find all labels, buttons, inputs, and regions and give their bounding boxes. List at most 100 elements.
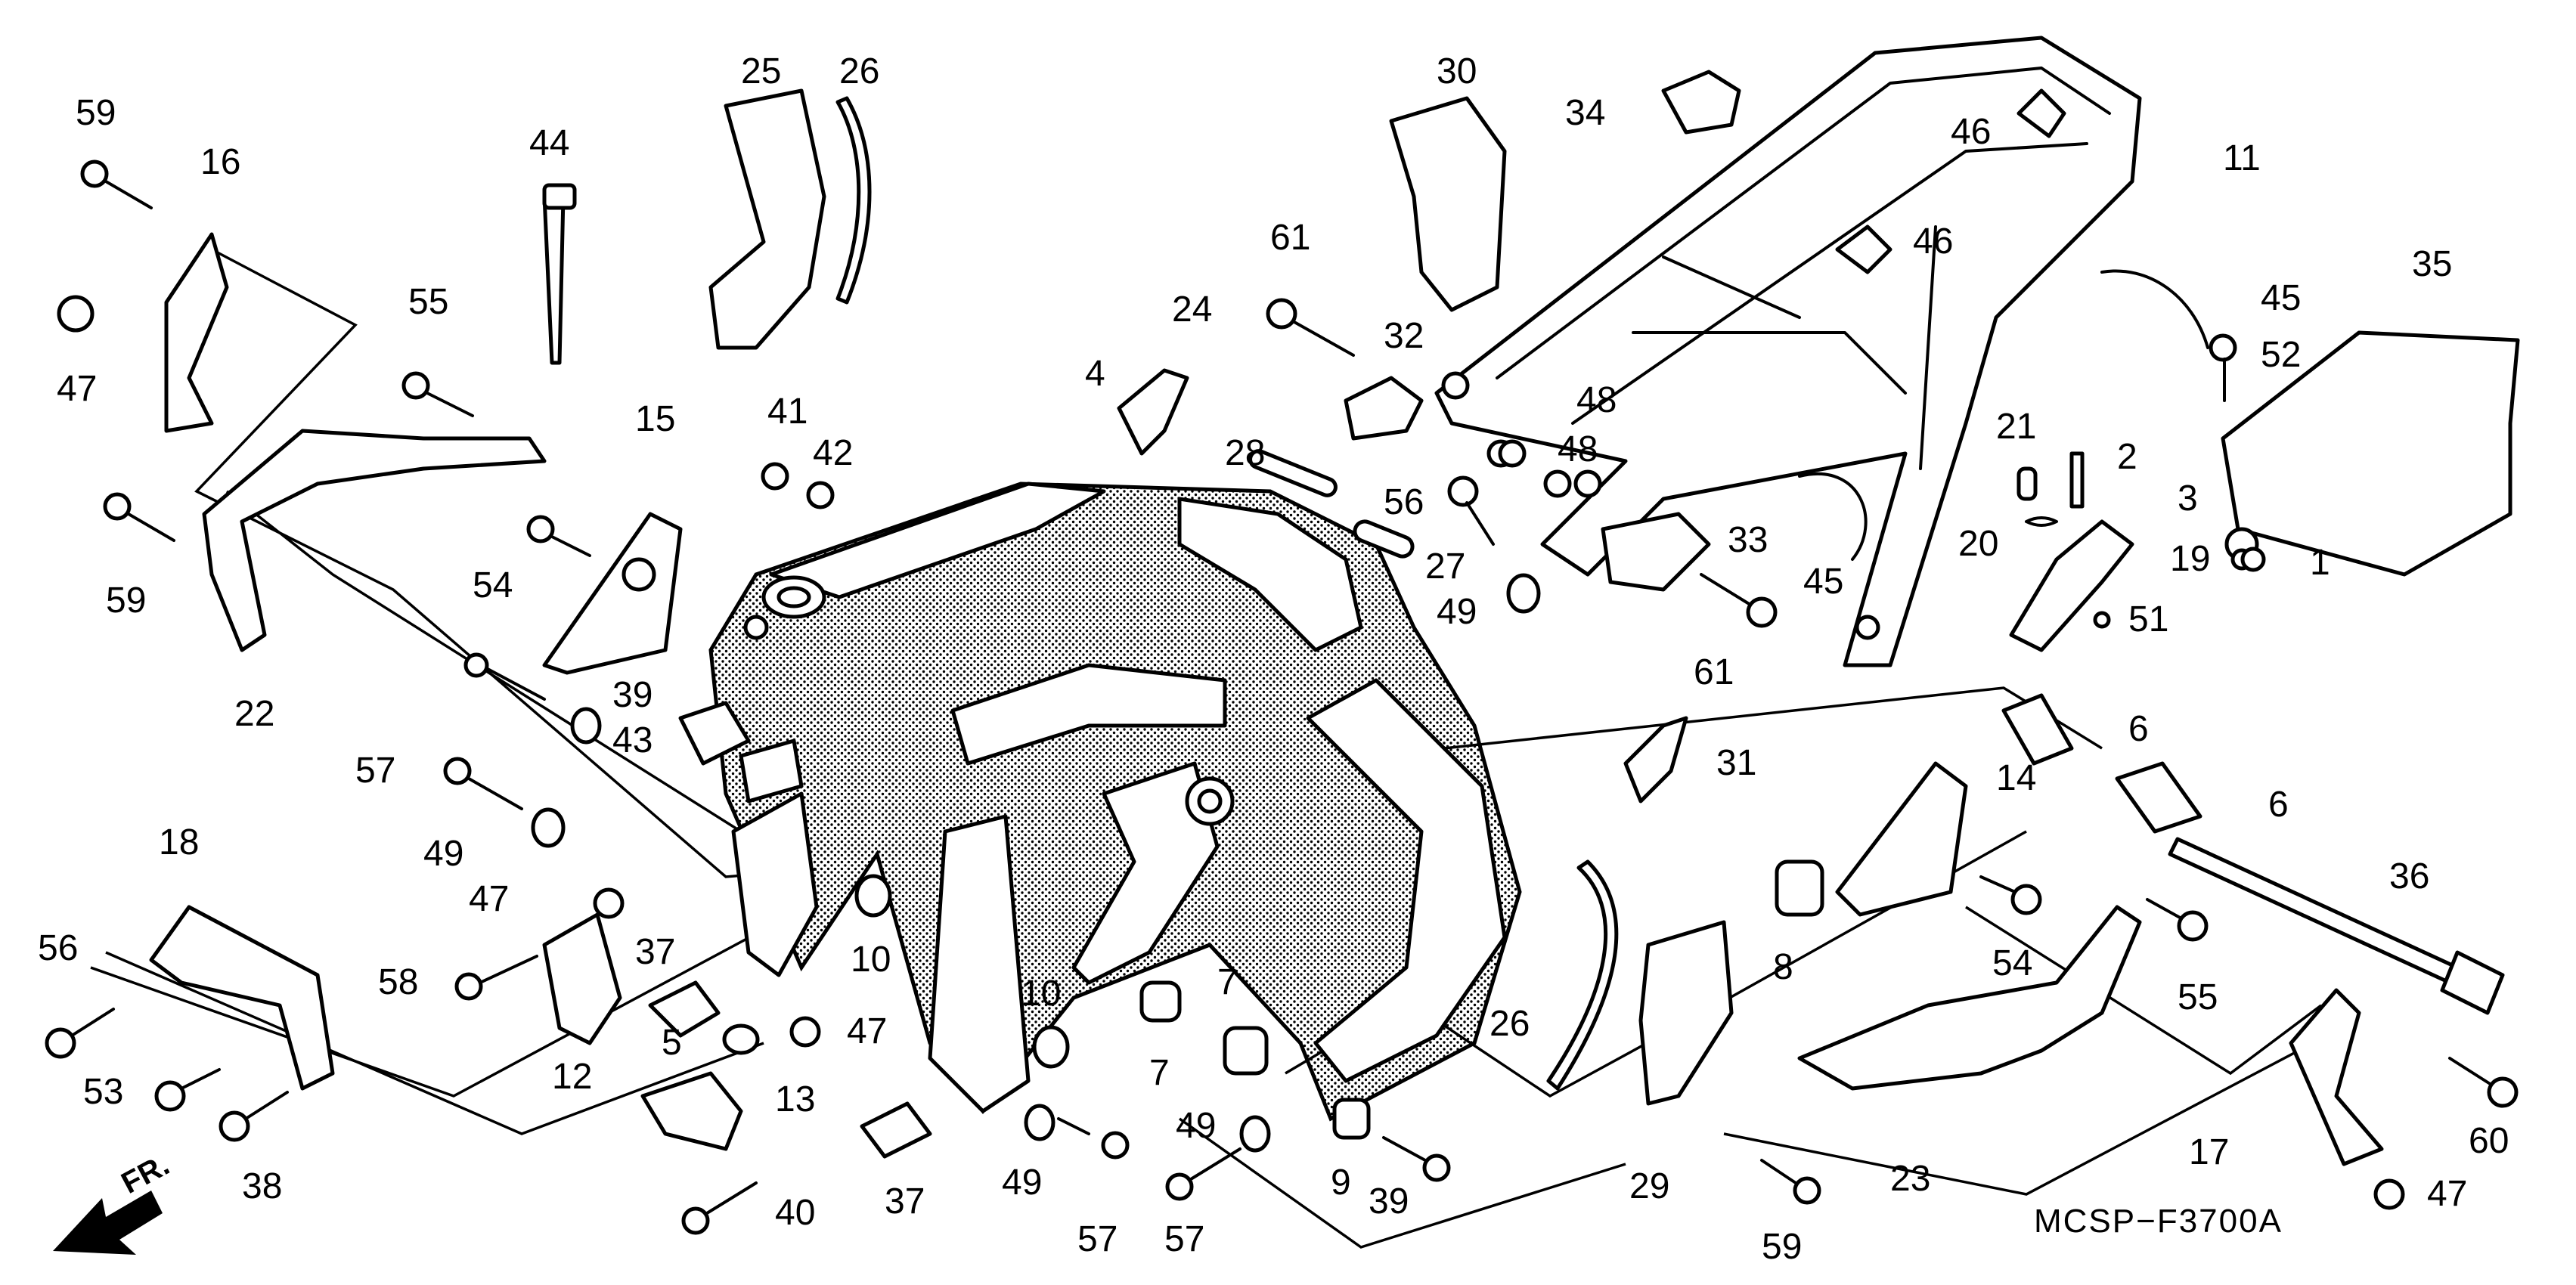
bolt-56-center-icon — [1447, 475, 1495, 546]
callout-43: 43 — [612, 720, 653, 760]
front-direction-arrow-icon: FR. — [53, 1148, 175, 1255]
callout-47-bottom-right: 47 — [2427, 1174, 2467, 1214]
callout-12: 12 — [552, 1057, 592, 1097]
washer-49-d-icon — [1506, 573, 1541, 614]
callout-27: 27 — [1425, 547, 1465, 587]
callout-47-top-left: 47 — [57, 369, 97, 409]
bolt-61-lower-icon — [1700, 573, 1778, 628]
callout-51: 51 — [2128, 599, 2168, 639]
bolt-57-bottom-a-icon — [1057, 1117, 1130, 1160]
callout-25: 25 — [741, 51, 781, 91]
washer-43-icon — [570, 707, 602, 745]
callout-32: 32 — [1384, 316, 1424, 356]
callout-19: 19 — [2170, 539, 2210, 579]
callout-23: 23 — [1890, 1159, 1930, 1199]
callout-44: 44 — [529, 123, 569, 163]
washer-49-a-icon — [531, 807, 566, 848]
callout-47-mid: 47 — [469, 879, 509, 919]
callout-45-upper: 45 — [2261, 278, 2301, 318]
bolt-39-bottom-icon — [1382, 1136, 1451, 1182]
bolt-54-right-icon — [1979, 875, 2042, 915]
callout-49-b: 49 — [1002, 1163, 1042, 1203]
callout-7-center: 7 — [1217, 962, 1238, 1002]
callout-36: 36 — [2389, 856, 2429, 896]
callout-49-a: 49 — [423, 834, 463, 874]
nut-48-a-icon — [1498, 439, 1527, 468]
callout-55-right: 55 — [2178, 977, 2218, 1017]
bolt-39-left-icon — [463, 652, 546, 701]
callout-8: 8 — [1773, 947, 1793, 987]
callout-26-top: 26 — [839, 51, 879, 91]
main-frame — [678, 481, 1522, 1122]
washer-49-b-icon — [1024, 1104, 1056, 1141]
fasteners — [45, 88, 2519, 1235]
callout-22: 22 — [234, 694, 274, 734]
callout-56-center: 56 — [1384, 482, 1424, 522]
callout-35: 35 — [2412, 244, 2452, 284]
screw-52-icon — [2209, 333, 2237, 402]
callout-61-lower: 61 — [1694, 652, 1734, 692]
callout-46-middle: 46 — [1913, 221, 1953, 262]
callout-39-bottom: 39 — [1369, 1181, 1409, 1222]
callout-34: 34 — [1565, 93, 1605, 133]
bolt-59-mid-left-icon — [103, 492, 175, 542]
bolt-57-bottom-b-icon — [1165, 1147, 1242, 1201]
callout-54-right: 54 — [1992, 943, 2032, 983]
front-marker-label: FR. — [116, 1148, 175, 1200]
callout-54-left: 54 — [473, 565, 513, 605]
callout-2: 2 — [2117, 437, 2137, 477]
callout-57-bottom-b: 57 — [1164, 1219, 1204, 1259]
callout-30: 30 — [1437, 51, 1477, 91]
bolt-59-bottom-right-icon — [1760, 1159, 1821, 1205]
nut-47-top-left-icon — [57, 295, 95, 333]
callout-1: 1 — [2310, 543, 2330, 583]
bolt-61-upper-icon — [1266, 298, 1355, 357]
callout-18: 18 — [159, 822, 199, 862]
nut-47-mid-icon — [593, 887, 625, 919]
callout-37-upper: 37 — [635, 932, 675, 972]
bolt-55-right-icon — [2146, 898, 2209, 942]
bolt-56-hanger-icon — [45, 1008, 115, 1059]
callout-38: 38 — [242, 1166, 282, 1206]
callout-26-bottom: 26 — [1489, 1004, 1530, 1044]
callout-7-lower: 7 — [1149, 1053, 1170, 1093]
bolt-57-left-icon — [443, 757, 523, 810]
bolt-55-left-icon — [401, 371, 474, 417]
callout-49-d: 49 — [1437, 592, 1477, 632]
callout-10-center: 10 — [1021, 974, 1061, 1014]
callout-49-c: 49 — [1176, 1106, 1216, 1146]
nut-48-b-icon — [1543, 469, 1572, 498]
nut-47-bottom-right-icon — [2373, 1178, 2405, 1210]
callout-48-a: 48 — [1576, 380, 1617, 420]
callout-39-left: 39 — [612, 675, 653, 715]
washer-42-icon — [806, 481, 835, 509]
callout-61-upper: 61 — [1270, 218, 1310, 258]
callout-42: 42 — [813, 433, 853, 473]
callout-6-upper: 6 — [2128, 709, 2149, 749]
callout-59-mid-left: 59 — [106, 581, 146, 621]
clamp-46-upper-icon — [2016, 88, 2066, 138]
nut-47-lower-icon — [789, 1016, 821, 1048]
callout-52: 52 — [2261, 335, 2301, 375]
callout-48-b: 48 — [1558, 429, 1598, 469]
callout-29: 29 — [1629, 1166, 1669, 1206]
callout-59-bottom-right: 59 — [1762, 1227, 1802, 1267]
callout-37-lower: 37 — [885, 1181, 925, 1222]
callout-5: 5 — [662, 1023, 682, 1063]
bolt-58-icon — [454, 955, 538, 1001]
callout-31: 31 — [1716, 743, 1756, 783]
bolt-53-icon — [154, 1068, 221, 1112]
callout-41: 41 — [767, 392, 808, 432]
part-shapes — [149, 70, 2520, 1166]
callout-3: 3 — [2178, 478, 2198, 519]
callout-60: 60 — [2469, 1121, 2509, 1161]
callout-9: 9 — [1331, 1163, 1351, 1203]
callout-15: 15 — [635, 399, 675, 439]
callout-28: 28 — [1225, 433, 1265, 473]
bolt-40-icon — [681, 1181, 758, 1235]
callout-33: 33 — [1728, 520, 1768, 560]
callout-6-lower: 6 — [2268, 785, 2289, 825]
callout-11: 11 — [2223, 138, 2261, 178]
callout-58: 58 — [378, 962, 418, 1002]
callout-24: 24 — [1172, 290, 1212, 330]
